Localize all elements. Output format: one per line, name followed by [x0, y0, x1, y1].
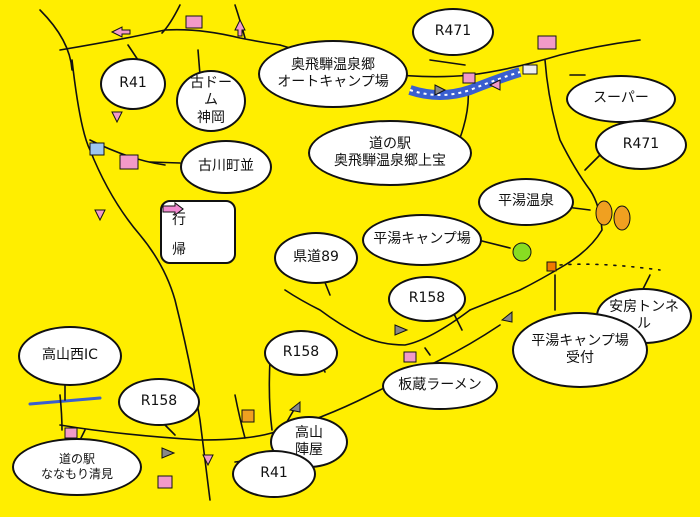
label-michi-oku: 道の駅奥飛騨温泉郷上宝: [308, 120, 472, 186]
road-takayama-branch: [268, 359, 273, 431]
onsen-marker-1: [595, 200, 613, 226]
label-r41-top: R41: [100, 58, 166, 110]
label-hirayu-uketsuke: 平湯キャンプ場受付: [512, 312, 648, 388]
legend-outbound-label: 行: [172, 212, 186, 228]
camp-marker: [512, 242, 532, 262]
arrow-out-1: [434, 84, 447, 96]
arrow-out-2: [394, 324, 409, 336]
road-r41-main: [71, 59, 211, 501]
road-top-left-diagonal: [39, 9, 73, 71]
road-expressway: [28, 396, 102, 406]
road-top: [59, 28, 281, 51]
label-super: スーパー: [566, 75, 676, 123]
poi-top: [185, 15, 203, 29]
arrow-return-3: [111, 111, 123, 124]
leader-itakura: [424, 347, 431, 356]
poi-itakura: [403, 351, 417, 363]
label-r158-mid: R158: [388, 276, 466, 322]
arrow-out-3: [500, 310, 513, 323]
poi-bottom: [157, 475, 173, 489]
arrow-return-4: [94, 209, 106, 222]
label-kendo89: 県道89: [274, 232, 358, 284]
leader-r471-right: [584, 154, 601, 171]
label-dome: 古ドーム神岡: [176, 70, 246, 132]
onsen-marker-2: [613, 205, 631, 231]
poi-super: [537, 35, 557, 50]
poi-michi-nanamori: [64, 427, 78, 439]
legend: 行 帰: [160, 200, 236, 264]
label-itakura: 板蔵ラーメン: [382, 362, 498, 410]
label-furukawa: 古川町並: [180, 140, 272, 194]
leader-r158-left: [164, 424, 176, 436]
label-hirayu-onsen: 平湯温泉: [478, 178, 574, 226]
label-r158-left: R158: [118, 378, 200, 426]
road-top-branch: [161, 4, 181, 34]
arrow-return-1: [110, 26, 131, 38]
road-ic-connector: [59, 394, 63, 431]
label-r41-bottom: R41: [232, 450, 316, 498]
arrow-return-6: [202, 454, 214, 467]
label-takayama-ic: 高山西IC: [18, 326, 122, 386]
leader-r41-top: [127, 44, 139, 61]
road-jinya-branch: [234, 394, 246, 439]
leader-r471: [429, 59, 466, 66]
river-highlight: [409, 71, 521, 96]
arrow-return-2: [234, 18, 246, 37]
legend-return-arrow-icon: [162, 202, 184, 216]
reception-marker: [546, 261, 557, 272]
arrow-return-5: [488, 79, 501, 91]
label-camp-auto: 奥飛騨温泉郷オートキャンプ場: [258, 40, 408, 108]
leader-hirayu-camp: [477, 239, 511, 249]
road-anbo-tunnel: [559, 263, 661, 271]
poi-camp-auto: [462, 72, 476, 84]
legend-return-label: 帰: [172, 242, 186, 258]
label-r158-mid2: R158: [264, 330, 338, 376]
poi-jinya: [241, 409, 255, 423]
label-r471-top: R471: [412, 8, 494, 56]
label-michi-nanamori: 道の駅ななもり清見: [12, 438, 142, 496]
legend-return: 帰: [162, 202, 234, 262]
arrow-out-4: [288, 400, 301, 413]
poi-furukawa-station: [89, 142, 105, 156]
poi-bridge: [522, 64, 538, 75]
arrow-out-5: [161, 447, 176, 459]
label-hirayu-camp: 平湯キャンプ場: [362, 214, 482, 266]
road-r158-center: [284, 289, 471, 346]
poi-furukawa: [119, 154, 139, 170]
leader-furukawa: [149, 161, 181, 164]
road-r471-down: [544, 59, 591, 191]
label-r471-right: R471: [595, 120, 687, 170]
